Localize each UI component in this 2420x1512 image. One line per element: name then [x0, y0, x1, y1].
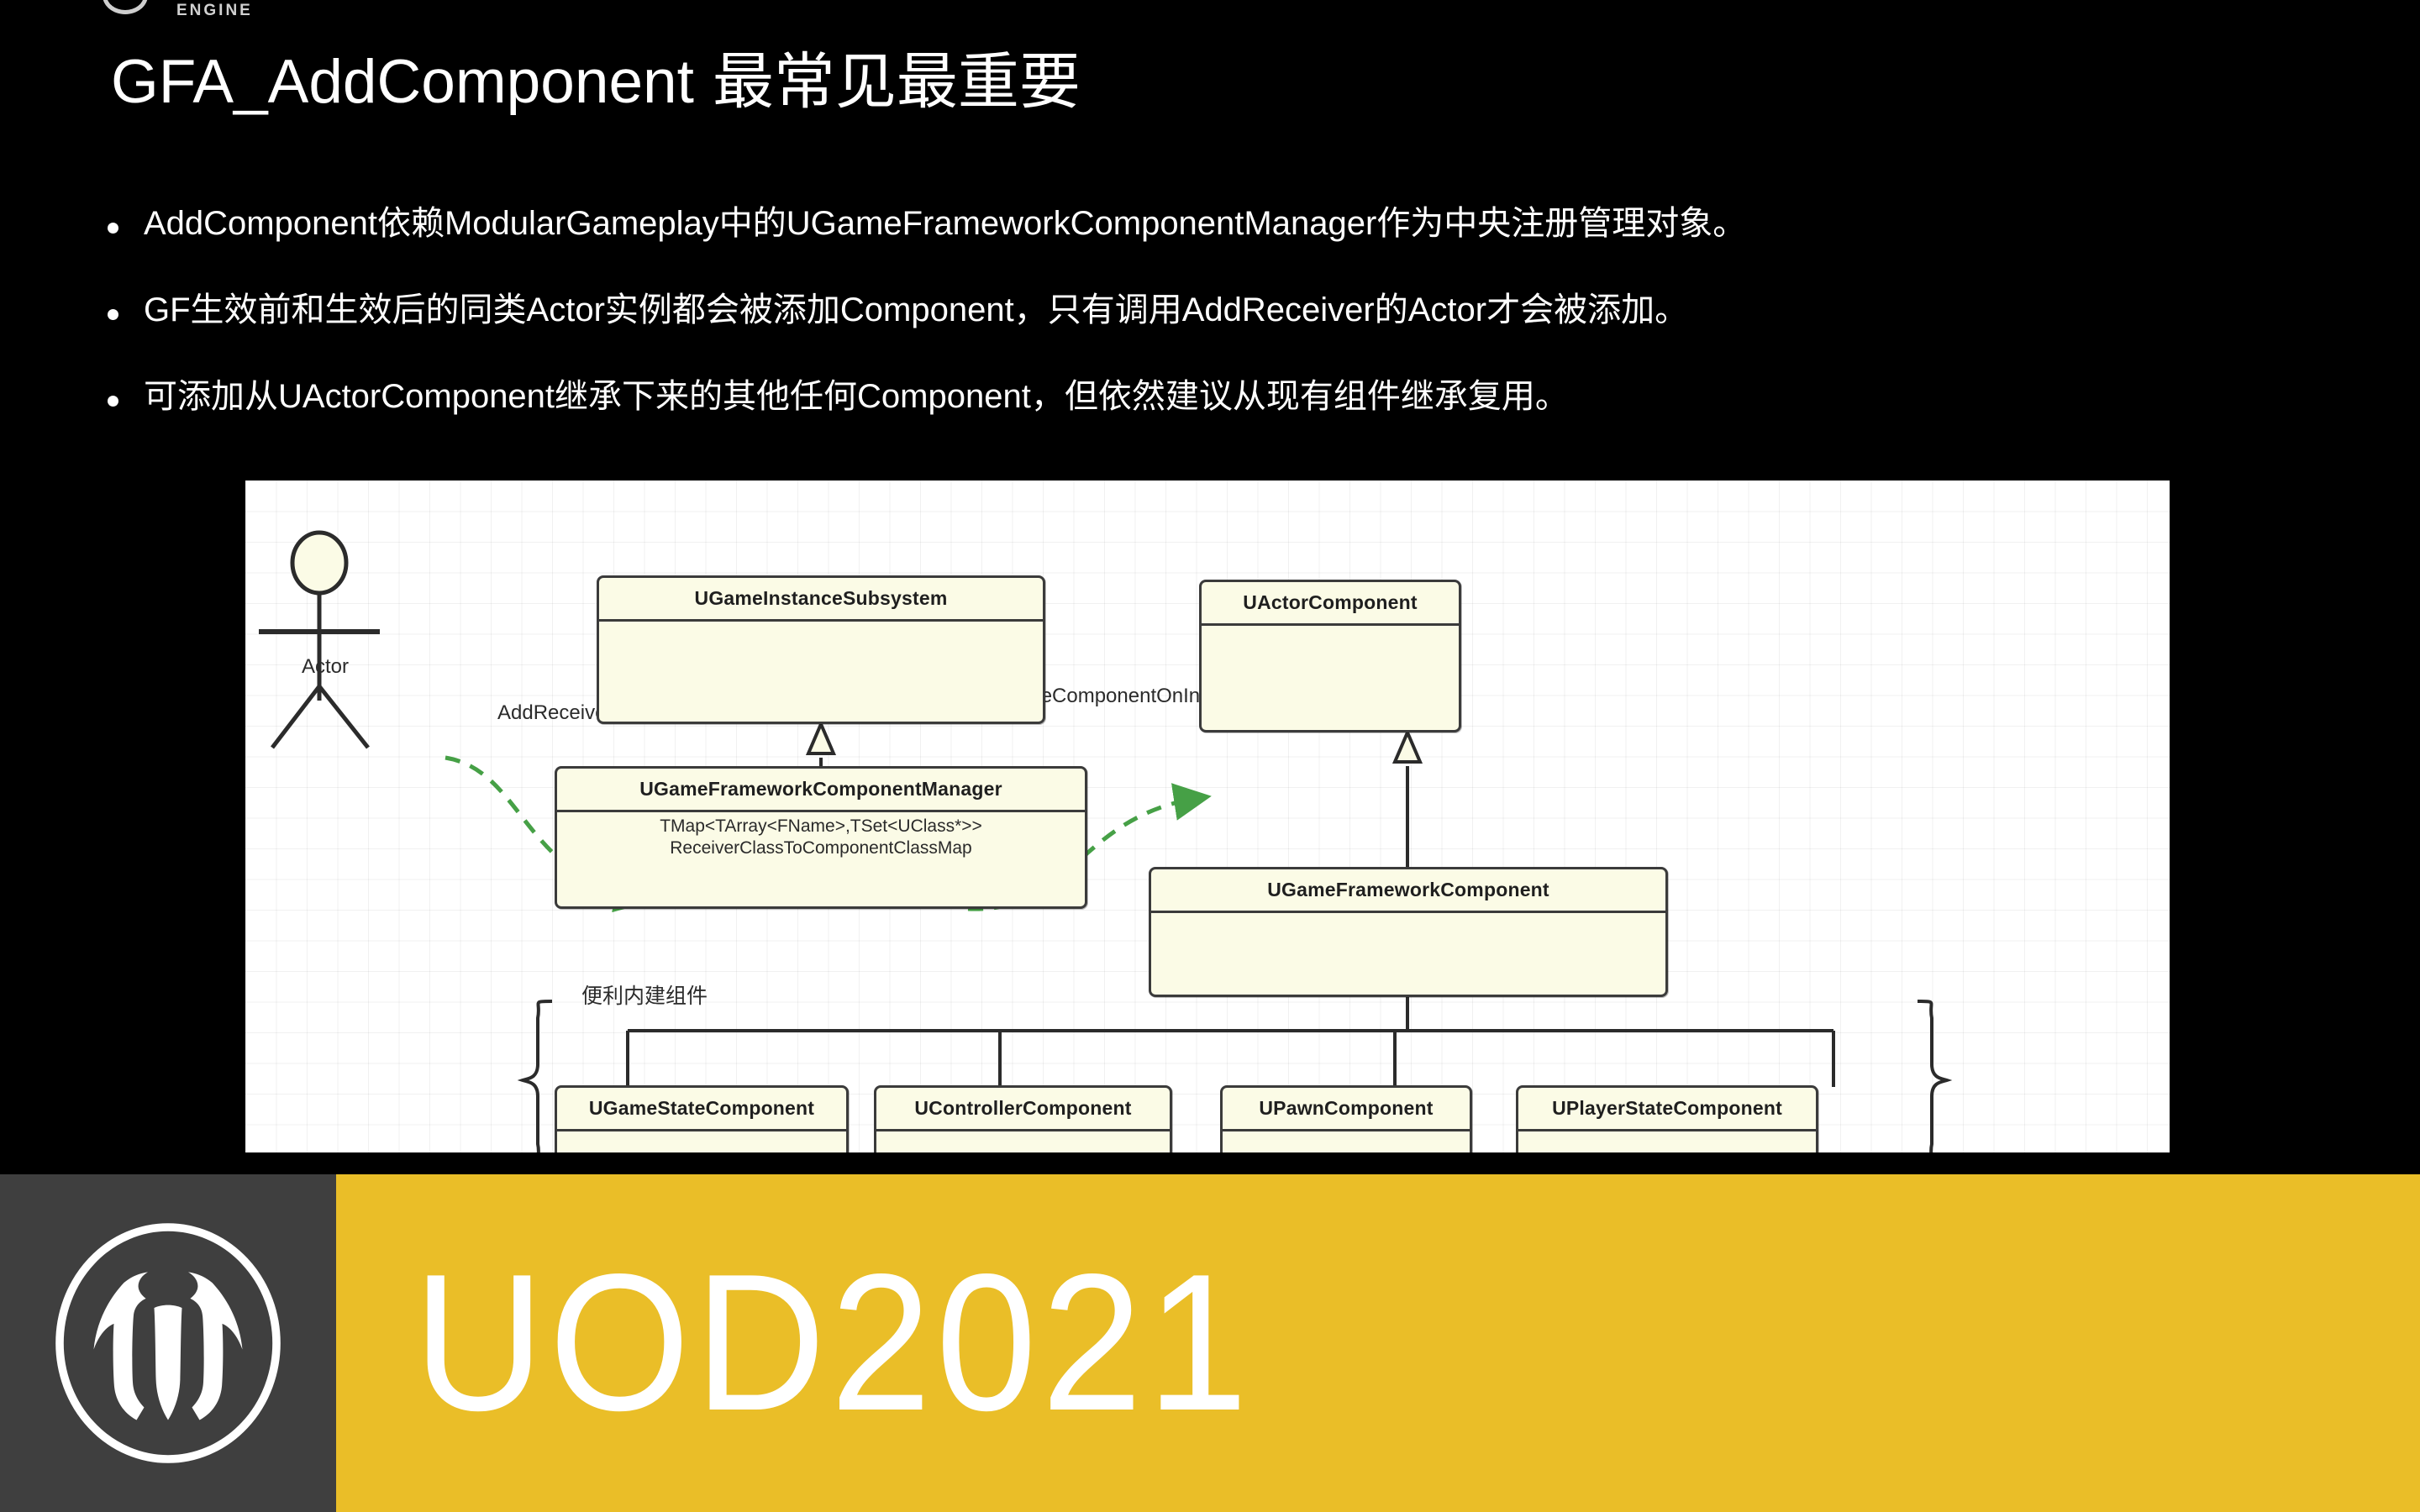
unreal-logo-svg: [55, 1223, 281, 1463]
class-body: [1202, 626, 1459, 629]
brace-left: [517, 1000, 553, 1152]
actor-figure-icon: [259, 530, 380, 749]
class-body: [599, 622, 1043, 625]
bullet-dot-icon: [108, 396, 118, 407]
class-attribute: ReceiverClassToComponentClassMap: [670, 837, 972, 858]
actor-label: Actor: [301, 655, 349, 678]
page-title-en: GFA_AddComponent: [111, 48, 694, 116]
bullet-dot-icon: [108, 309, 118, 320]
class-body: TMap<TArray<FName>,TSet<UClass*>> Receiv…: [557, 812, 1085, 858]
class-box-game-framework-component-manager[interactable]: UGameFrameworkComponentManager TMap<TArr…: [555, 766, 1087, 909]
class-body: [1518, 1131, 1816, 1135]
list-item: 可添加从UActorComponent继承下来的其他任何Component，但依…: [108, 380, 2292, 413]
bottom-banner: UOD2021: [0, 1174, 2420, 1512]
class-title: UActorComponent: [1202, 582, 1459, 626]
class-box-player-state-component[interactable]: UPlayerStateComponent: [1516, 1085, 1818, 1152]
class-title: UGameFrameworkComponentManager: [557, 769, 1085, 812]
class-body: [1151, 913, 1665, 916]
class-title: UPlayerStateComponent: [1518, 1088, 1816, 1131]
bullet-dot-icon: [108, 223, 118, 234]
class-attribute: TMap<TArray<FName>,TSet<UClass*>>: [660, 816, 982, 836]
class-box-actor-component[interactable]: UActorComponent: [1199, 580, 1461, 732]
class-title: UGameInstanceSubsystem: [599, 578, 1043, 622]
class-box-pawn-component[interactable]: UPawnComponent: [1220, 1085, 1472, 1152]
class-box-game-state-component[interactable]: UGameStateComponent: [555, 1085, 849, 1152]
class-title: UGameFrameworkComponent: [1151, 869, 1665, 913]
class-title: UPawnComponent: [1223, 1088, 1470, 1131]
class-body: [557, 1131, 846, 1135]
bullet-text: 可添加从UActorComponent继承下来的其他任何Component，但依…: [144, 378, 1569, 415]
class-title: UGameStateComponent: [557, 1088, 846, 1131]
class-box-game-instance-subsystem[interactable]: UGameInstanceSubsystem: [597, 575, 1045, 724]
class-box-game-framework-component[interactable]: UGameFrameworkComponent: [1149, 867, 1668, 997]
edge-label-add-receiver: AddReceiver: [497, 701, 613, 724]
list-item: AddComponent依赖ModularGameplay中的UGameFram…: [108, 207, 2292, 240]
uml-class-diagram: Actor AddReceiver CreateComponentOnInsta…: [245, 480, 2170, 1152]
class-body: [876, 1131, 1170, 1135]
bullet-list: AddComponent依赖ModularGameplay中的UGameFram…: [108, 207, 2292, 466]
unreal-engine-logo-icon: [0, 1174, 336, 1512]
bullet-text: AddComponent依赖ModularGameplay中的UGameFram…: [144, 205, 1747, 242]
brace-label-builtin-components: 便利内建组件: [581, 984, 708, 1008]
class-box-controller-component[interactable]: UControllerComponent: [874, 1085, 1172, 1152]
list-item: GF生效前和生效后的同类Actor实例都会被添加Component，只有调用Ad…: [108, 293, 2292, 327]
banner-title: UOD2021: [413, 1233, 1253, 1452]
class-title: UControllerComponent: [876, 1088, 1170, 1131]
generalization-arrowhead: [805, 719, 837, 755]
page-title-zh: 最常见最重要: [712, 48, 1081, 116]
page-title: GFA_AddComponent 最常见最重要: [111, 48, 1081, 116]
watermark-label: ENGINE: [176, 2, 253, 19]
banner-accent-area: UOD2021: [336, 1174, 2420, 1512]
bullet-text: GF生效前和生效后的同类Actor实例都会被添加Component，只有调用Ad…: [144, 291, 1689, 328]
unreal-engine-watermark: ENGINE: [101, 0, 387, 18]
unreal-chevron-icon: [101, 0, 148, 14]
brace-right: [1917, 1000, 1953, 1152]
generalization-arrowhead: [1392, 727, 1423, 764]
class-body: [1223, 1131, 1470, 1135]
